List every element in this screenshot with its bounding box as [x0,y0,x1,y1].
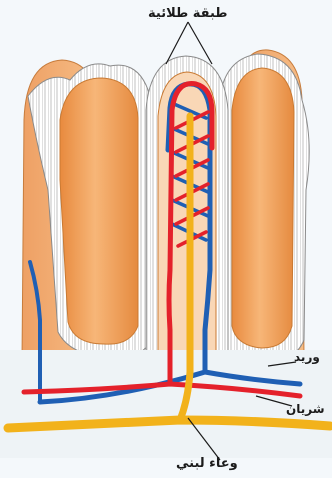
vein-label: وريد [294,351,320,363]
right-villus [218,54,309,364]
epithelium-label: طبقة طلائية [148,7,228,20]
base-tissue [0,350,332,458]
artery-label: شريان [286,403,325,415]
lacteal-label: وعاء لبني [176,457,238,470]
right-villus-core [232,68,294,348]
left-villus-core [60,78,138,344]
